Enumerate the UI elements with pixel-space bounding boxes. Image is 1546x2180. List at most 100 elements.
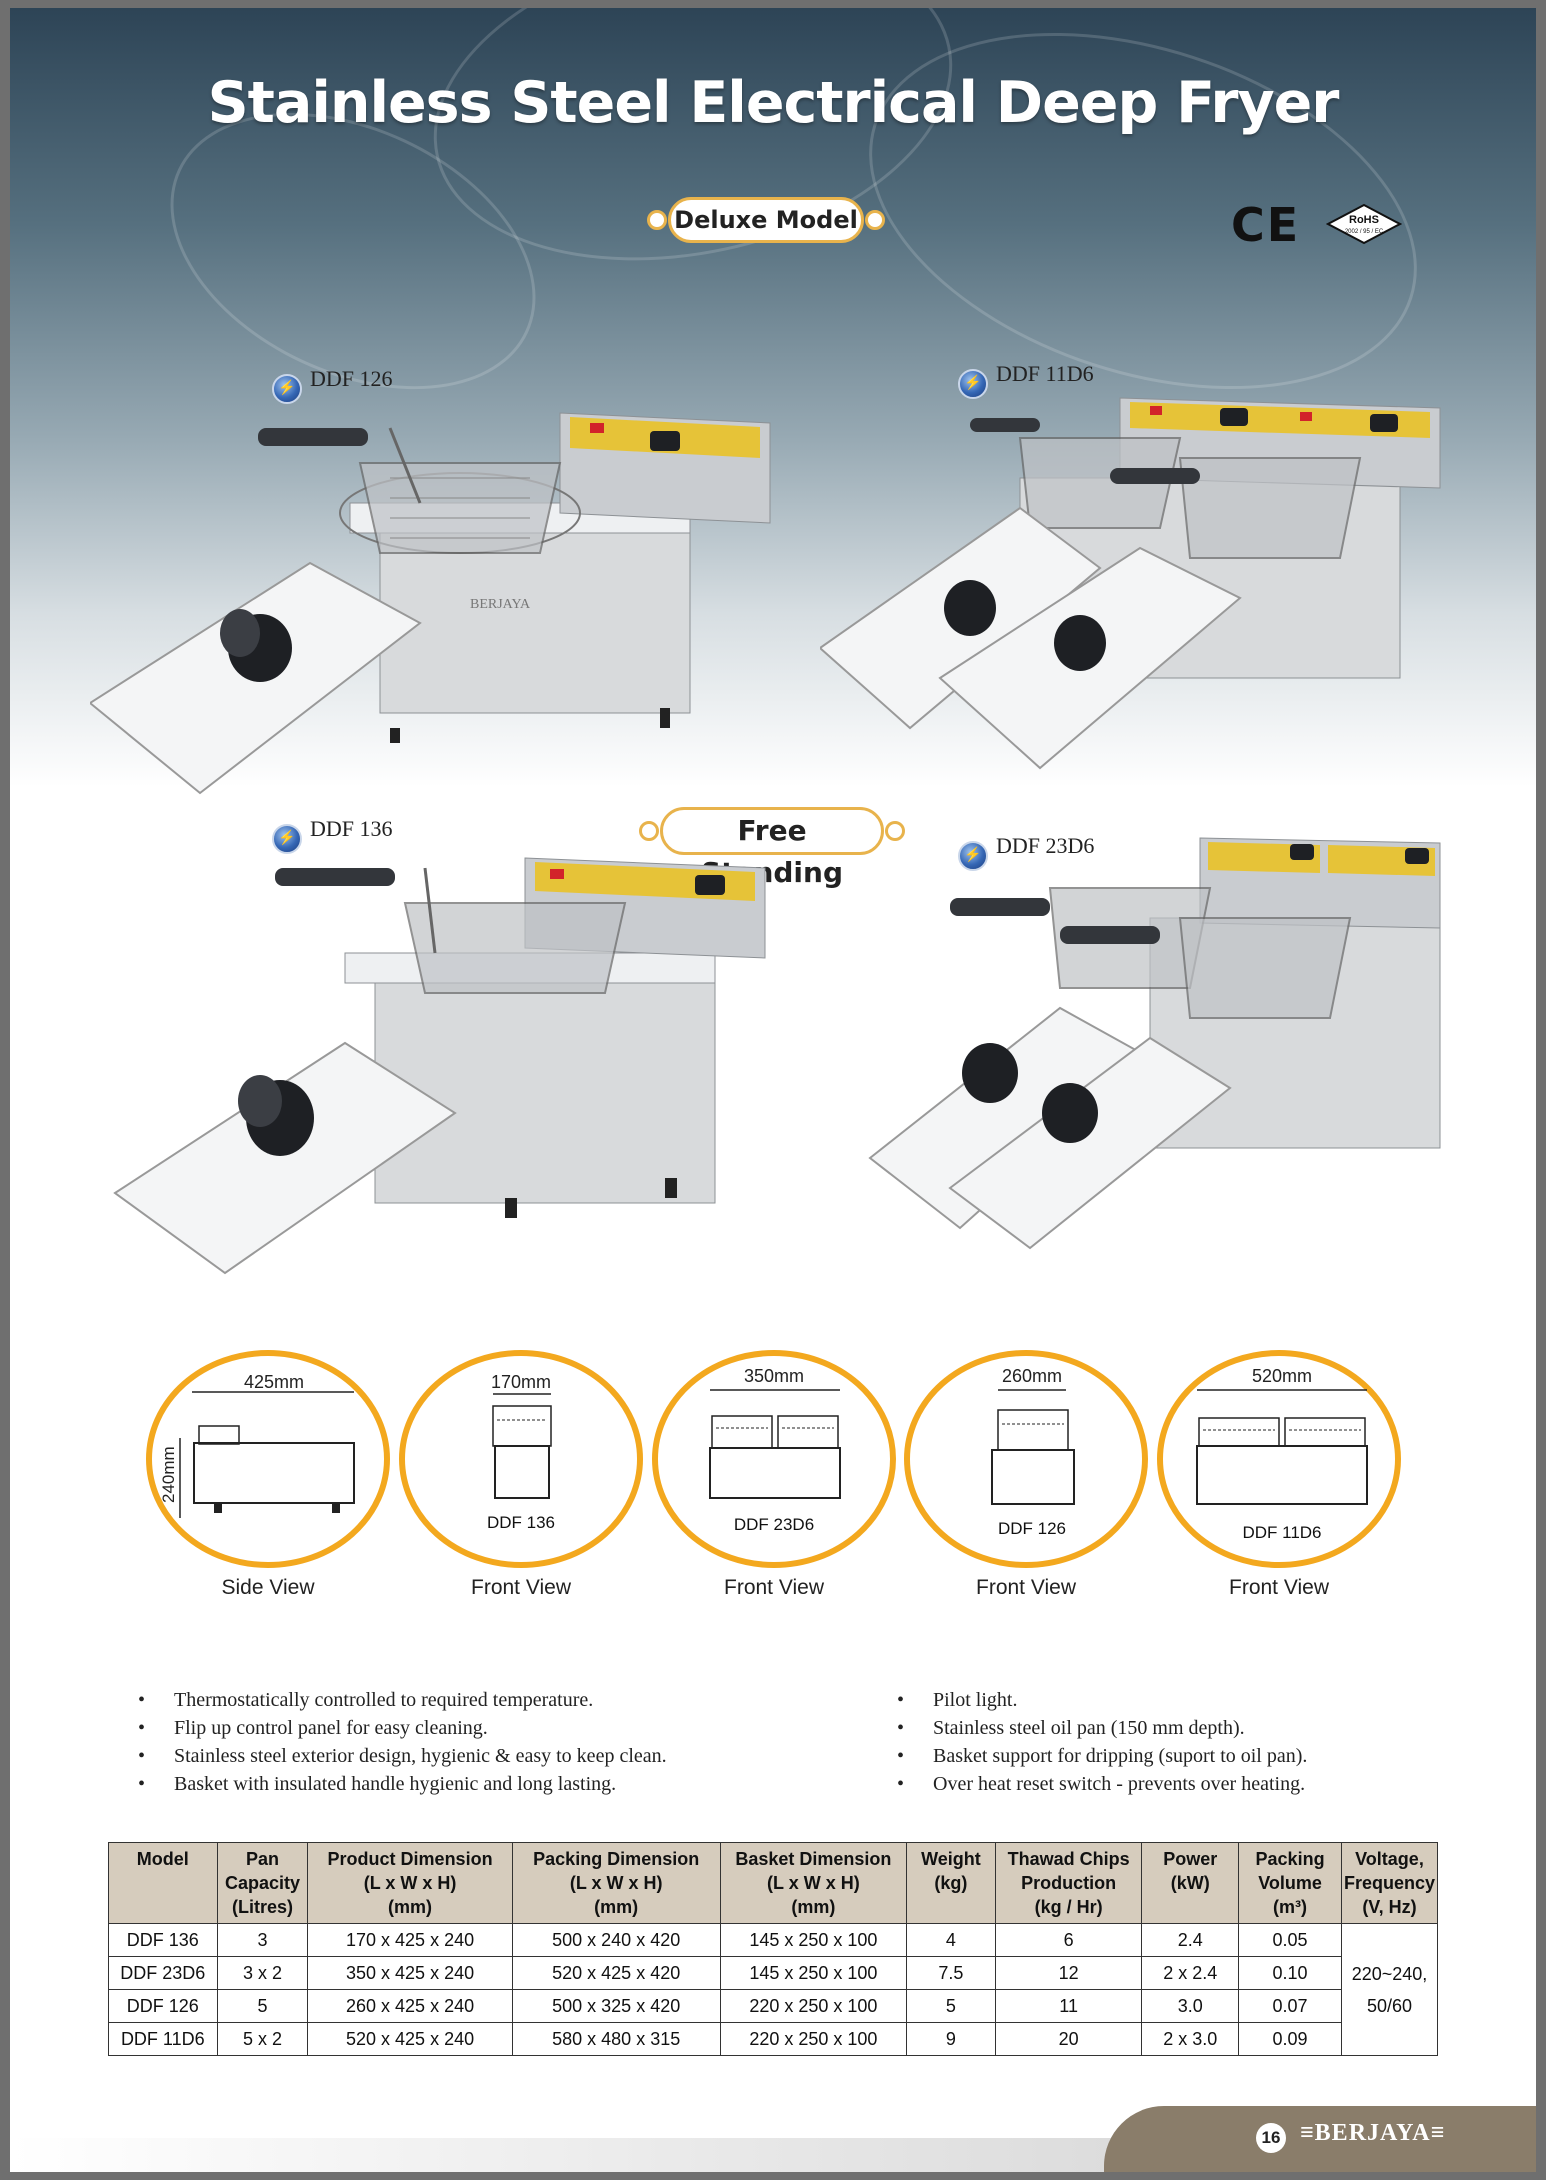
feature-item: Thermostatically controlled to required … bbox=[138, 1686, 878, 1714]
cell-model: DDF 136 bbox=[108, 1923, 218, 1957]
header-weight: Weight(kg) bbox=[906, 1842, 996, 1924]
fryer-ddf11d6-image bbox=[820, 397, 1441, 770]
view-dimension: 170mm bbox=[491, 1372, 551, 1392]
cell-model: DDF 11D6 bbox=[108, 2022, 218, 2056]
view-caption: Side View bbox=[221, 1576, 315, 1599]
feature-item: Over heat reset switch - prevents over h… bbox=[897, 1770, 1497, 1798]
cell-product-dim: 170 x 425 x 240 bbox=[307, 1923, 513, 1957]
cell-power: 2.4 bbox=[1141, 1923, 1240, 1957]
view-caption: Front View bbox=[1229, 1576, 1329, 1599]
view-model: DDF 23D6 bbox=[734, 1515, 814, 1534]
cell-power: 3.0 bbox=[1141, 1989, 1240, 2023]
cell-basket-dim: 145 x 250 x 100 bbox=[719, 1923, 908, 1957]
front-view-ddf136-diagram: 170mm DDF 136 bbox=[399, 1350, 643, 1568]
cell-capacity: 5 bbox=[216, 1989, 309, 2023]
fryer-ddf23d6-image bbox=[868, 837, 1441, 1250]
model-icon: ⚡ bbox=[272, 824, 302, 854]
cell-chips: 6 bbox=[994, 1923, 1143, 1957]
feature-item: Basket with insulated handle hygienic an… bbox=[138, 1770, 878, 1798]
features-list-left: Thermostatically controlled to required … bbox=[138, 1686, 878, 1798]
cell-model: DDF 23D6 bbox=[108, 1956, 218, 1990]
header-product-dimension: Product Dimension(L x W x H)(mm) bbox=[307, 1842, 513, 1924]
cell-product-dim: 350 x 425 x 240 bbox=[307, 1956, 513, 1990]
model-label-ddf136: ⚡DDF 136 bbox=[272, 816, 393, 854]
front-view-ddf23d6-diagram: 350mm DDF 23D6 bbox=[652, 1350, 896, 1568]
cell-basket-dim: 220 x 250 x 100 bbox=[719, 2022, 908, 2056]
table-row: DDF 11D6 5 x 2 520 x 425 x 240 580 x 480… bbox=[108, 2022, 1438, 2056]
cell-chips: 11 bbox=[994, 1989, 1143, 2023]
view-model: DDF 11D6 bbox=[1242, 1523, 1321, 1542]
view-model: DDF 126 bbox=[998, 1519, 1066, 1538]
header-power: Power(kW) bbox=[1141, 1842, 1240, 1924]
feature-item: Stainless steel oil pan (150 mm depth). bbox=[897, 1714, 1497, 1742]
deluxe-model-badge: Deluxe Model bbox=[647, 197, 885, 243]
model-label-ddf126: ⚡DDF 126 bbox=[272, 366, 393, 404]
rohs-sublabel: 2002 / 95 / EC bbox=[1345, 229, 1384, 235]
table-row: DDF 126 5 260 x 425 x 240 500 x 325 x 42… bbox=[108, 1989, 1438, 2023]
cell-weight: 7.5 bbox=[906, 1956, 996, 1990]
side-view-diagram: 425mm 240mm bbox=[146, 1350, 390, 1568]
cell-basket-dim: 145 x 250 x 100 bbox=[719, 1956, 908, 1990]
view-caption: Front View bbox=[976, 1576, 1076, 1599]
header-packing-dimension: Packing Dimension(L x W x H)(mm) bbox=[511, 1842, 721, 1924]
features-list-right: Pilot light. Stainless steel oil pan (15… bbox=[897, 1686, 1497, 1798]
fryer-brand-text: BERJAYA bbox=[470, 597, 531, 612]
cell-packing-dim: 500 x 325 x 420 bbox=[511, 1989, 721, 2023]
page-number: 16 bbox=[1256, 2123, 1286, 2153]
view-dimension: 260mm bbox=[1002, 1366, 1062, 1386]
cell-capacity: 5 x 2 bbox=[216, 2022, 309, 2056]
feature-item: Stainless steel exterior design, hygieni… bbox=[138, 1742, 878, 1770]
page-title: Stainless Steel Electrical Deep Fryer bbox=[207, 70, 1340, 136]
feature-item: Basket support for dripping (suport to o… bbox=[897, 1742, 1497, 1770]
cell-model: DDF 126 bbox=[108, 1989, 218, 2023]
header-basket-dimension: Basket Dimension(L x W x H)(mm) bbox=[719, 1842, 908, 1924]
view-dimension: 425mm bbox=[244, 1372, 304, 1392]
model-label-ddf23d6: ⚡DDF 23D6 bbox=[958, 833, 1094, 871]
cell-packing-dim: 520 x 425 x 420 bbox=[511, 1956, 721, 1990]
table-row: DDF 136 3 170 x 425 x 240 500 x 240 x 42… bbox=[108, 1923, 1439, 2056]
view-dimension: 520mm bbox=[1252, 1366, 1312, 1386]
cell-basket-dim: 220 x 250 x 100 bbox=[719, 1989, 908, 2023]
cell-capacity: 3 x 2 bbox=[216, 1956, 309, 1990]
cell-weight: 5 bbox=[906, 1989, 996, 2023]
front-view-ddf11d6-diagram: 520mm DDF 11D6 bbox=[1157, 1350, 1401, 1568]
view-height-dimension: 240mm bbox=[159, 1446, 178, 1503]
feature-item: Flip up control panel for easy cleaning. bbox=[138, 1714, 878, 1742]
cell-volume: 0.09 bbox=[1238, 2022, 1342, 2056]
cell-chips: 20 bbox=[994, 2022, 1143, 2056]
cell-volume: 0.07 bbox=[1238, 1989, 1342, 2023]
header-voltage: Voltage,Frequency(V, Hz) bbox=[1340, 1842, 1439, 1924]
front-view-ddf126-diagram: 260mm DDF 126 bbox=[904, 1350, 1148, 1568]
view-caption: Front View bbox=[471, 1576, 571, 1599]
view-model: DDF 136 bbox=[487, 1513, 555, 1532]
cell-packing-dim: 500 x 240 x 420 bbox=[511, 1923, 721, 1957]
feature-item: Pilot light. bbox=[897, 1686, 1497, 1714]
cell-weight: 9 bbox=[906, 2022, 996, 2056]
table-row: DDF 23D6 3 x 2 350 x 425 x 240 520 x 425… bbox=[108, 1956, 1438, 1990]
ce-mark: CE bbox=[1231, 198, 1301, 252]
cell-packing-dim: 580 x 480 x 315 bbox=[511, 2022, 721, 2056]
cell-capacity: 3 bbox=[216, 1923, 309, 1957]
rohs-badge: RoHS 2002 / 95 / EC bbox=[1326, 203, 1402, 245]
fryer-ddf126-image: BERJAYA bbox=[90, 412, 771, 795]
cell-volume: 0.10 bbox=[1238, 1956, 1342, 1990]
fryer-ddf136-image bbox=[113, 857, 766, 1275]
model-icon: ⚡ bbox=[958, 369, 988, 399]
footer-tab bbox=[1104, 2106, 1536, 2172]
view-caption: Front View bbox=[724, 1576, 824, 1599]
cell-product-dim: 260 x 425 x 240 bbox=[307, 1989, 513, 2023]
cell-product-dim: 520 x 425 x 240 bbox=[307, 2022, 513, 2056]
brand-logo: ≡BERJAYA≡ bbox=[1300, 2120, 1446, 2146]
cell-power: 2 x 3.0 bbox=[1141, 2022, 1240, 2056]
cell-weight: 4 bbox=[906, 1923, 996, 1957]
cell-voltage: 220~240,50/60 bbox=[1340, 1923, 1439, 2056]
catalog-page: Stainless Steel Electrical Deep Fryer De… bbox=[10, 8, 1536, 2172]
cell-volume: 0.05 bbox=[1238, 1923, 1342, 1957]
model-icon: ⚡ bbox=[958, 841, 988, 871]
rohs-label: RoHS bbox=[1349, 214, 1379, 226]
